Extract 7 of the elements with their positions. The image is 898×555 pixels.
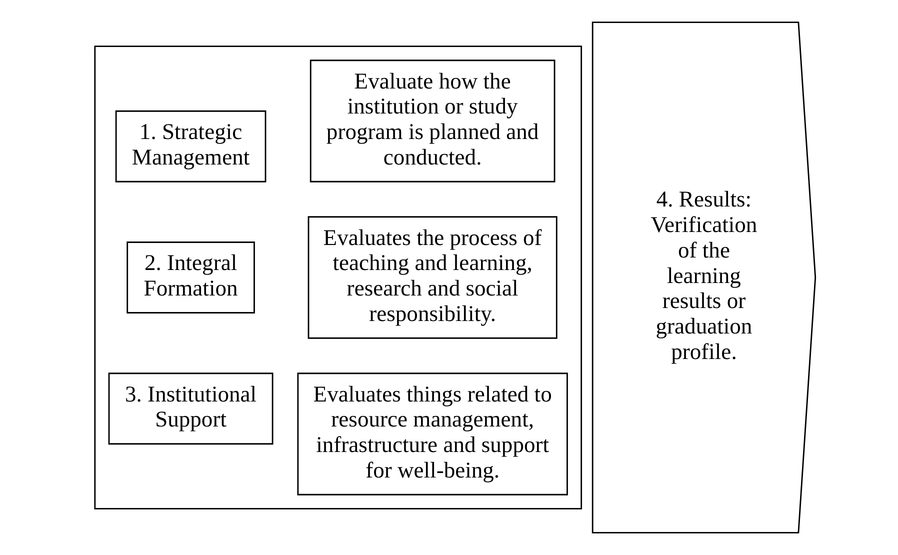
node-box: Evaluates things related to resource management, infrastructure and support for well-being. (296, 372, 568, 496)
node-box: 1. Strategic Management (114, 110, 266, 182)
cluster (94, 46, 582, 510)
node-box: 3. Institutional Support (108, 372, 273, 445)
node-box: Evaluates the process of teaching and learning, research and social responsibility. (307, 216, 557, 339)
node-box: Evaluate how the institution or study program is planned and conducted. (309, 60, 555, 182)
node-box: 2. Integral Formation (126, 242, 254, 314)
